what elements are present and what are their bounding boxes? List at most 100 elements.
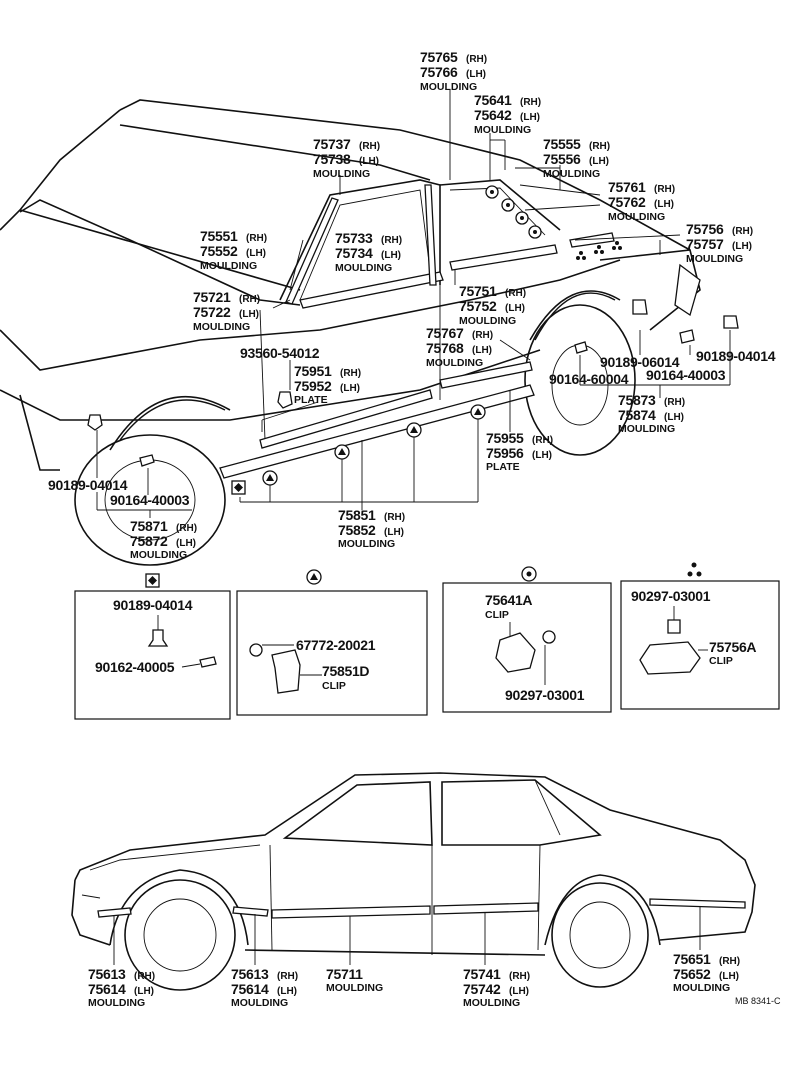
svg-text:90162-40005: 90162-40005 <box>95 659 175 675</box>
clip-marker-circle-dot <box>485 185 542 239</box>
three-dots-symbol-icon <box>687 562 702 577</box>
svg-text:MOULDING: MOULDING <box>338 538 395 550</box>
svg-text:MOULDING: MOULDING <box>543 168 600 180</box>
svg-text:90297-03001: 90297-03001 <box>505 687 585 703</box>
svg-text:MOULDING: MOULDING <box>130 549 187 561</box>
clip-marker-three-dots <box>576 241 622 260</box>
svg-text:75765: 75765 <box>420 49 458 65</box>
callout-75613-front: 75613 (RH) 75614 (LH) MOULDING <box>88 966 155 1009</box>
svg-text:75551: 75551 <box>200 228 238 244</box>
svg-text:CLIP: CLIP <box>485 609 509 621</box>
svg-text:MOULDING: MOULDING <box>618 423 675 435</box>
callout-75613-rear: 75613 (RH) 75614 (LH) MOULDING <box>231 966 298 1009</box>
callout-90189-04014-right: 90189-04014 <box>696 348 776 364</box>
callout-75555: 75555 (RH) 75556 (LH) MOULDING <box>543 136 610 180</box>
svg-text:75722: 75722 <box>193 304 231 320</box>
svg-text:MOULDING: MOULDING <box>608 211 665 223</box>
svg-text:CLIP: CLIP <box>322 680 346 692</box>
callout-75873: 75873 (RH) 75874 (LH) MOULDING <box>618 392 685 435</box>
svg-text:MOULDING: MOULDING <box>474 124 531 136</box>
svg-text:CLIP: CLIP <box>709 655 733 667</box>
svg-text:75955: 75955 <box>486 430 524 446</box>
callout-75551: 75551 (RH) 75552 (LH) MOULDING <box>200 228 267 272</box>
svg-text:(LH): (LH) <box>359 156 379 167</box>
svg-text:75613: 75613 <box>88 966 126 982</box>
svg-text:MOULDING: MOULDING <box>673 982 730 994</box>
svg-text:75768: 75768 <box>426 340 464 356</box>
callout-75767: 75767 (RH) 75768 (LH) MOULDING <box>426 325 493 369</box>
svg-text:75642: 75642 <box>474 107 512 123</box>
lower-labels: 75613 (RH) 75614 (LH) MOULDING 75613 (RH… <box>88 951 781 1009</box>
callout-75955: 75955 (RH) 75956 (LH) PLATE <box>486 430 553 473</box>
clip-part-icon <box>147 629 169 647</box>
svg-text:75873: 75873 <box>618 392 656 408</box>
svg-text:(RH): (RH) <box>532 435 553 446</box>
svg-text:MOULDING: MOULDING <box>686 253 743 265</box>
svg-text:75711: 75711 <box>326 966 363 982</box>
svg-text:MOULDING: MOULDING <box>313 168 370 180</box>
svg-text:(RH): (RH) <box>466 54 487 65</box>
callout-93560-54012: 93560-54012 <box>240 345 320 361</box>
svg-text:75556: 75556 <box>543 151 581 167</box>
svg-text:PLATE: PLATE <box>294 394 328 406</box>
svg-text:(LH): (LH) <box>246 248 266 259</box>
svg-text:75652: 75652 <box>673 966 711 982</box>
svg-text:MOULDING: MOULDING <box>335 262 392 274</box>
svg-text:MOULDING: MOULDING <box>88 997 145 1009</box>
svg-text:75851D: 75851D <box>322 663 369 679</box>
svg-text:(LH): (LH) <box>664 412 684 423</box>
svg-text:75851: 75851 <box>338 507 376 523</box>
svg-text:(LH): (LH) <box>654 199 674 210</box>
svg-text:(RH): (RH) <box>719 956 740 967</box>
svg-text:75742: 75742 <box>463 981 501 997</box>
callout-75651: 75651 (RH) 75652 (LH) MOULDING <box>673 951 740 994</box>
svg-text:(LH): (LH) <box>340 383 360 394</box>
detail-box-circle-dot: 75641A CLIP 90297-03001 <box>442 566 612 713</box>
fastener-part-icon <box>249 643 263 657</box>
svg-text:(RH): (RH) <box>384 512 405 523</box>
svg-text:(RH): (RH) <box>239 294 260 305</box>
svg-text:90189-04014: 90189-04014 <box>113 597 193 613</box>
svg-text:(RH): (RH) <box>732 226 753 237</box>
svg-text:67772-20021: 67772-20021 <box>296 637 376 653</box>
svg-text:75956: 75956 <box>486 445 524 461</box>
svg-text:75757: 75757 <box>686 236 724 252</box>
callout-75765: 75765 (RH) 75766 (LH) MOULDING <box>420 49 487 93</box>
svg-text:75874: 75874 <box>618 407 656 423</box>
svg-text:(RH): (RH) <box>472 330 493 341</box>
callout-75733: 75733 (RH) 75734 (LH) MOULDING <box>335 230 402 274</box>
svg-text:(LH): (LH) <box>719 971 739 982</box>
svg-text:MOULDING: MOULDING <box>200 260 257 272</box>
svg-text:PLATE: PLATE <box>486 461 520 473</box>
svg-text:75734: 75734 <box>335 245 373 261</box>
svg-text:(LH): (LH) <box>472 345 492 356</box>
svg-text:75767: 75767 <box>426 325 464 341</box>
svg-text:(LH): (LH) <box>520 112 540 123</box>
upper-labels: 75765 (RH) 75766 (LH) MOULDING 75641 (RH… <box>48 49 776 561</box>
callout-75721: 75721 (RH) 75722 (LH) MOULDING <box>193 289 260 333</box>
upper-car-mouldings <box>87 184 739 495</box>
svg-text:75756A: 75756A <box>709 639 756 655</box>
svg-text:(LH): (LH) <box>381 250 401 261</box>
svg-text:75552: 75552 <box>200 243 238 259</box>
clip-part-icon <box>271 649 301 694</box>
callout-75751: 75751 (RH) 75752 (LH) MOULDING <box>459 283 526 327</box>
fastener-part-icon <box>542 630 556 644</box>
callout-75851: 75851 (RH) 75852 (LH) MOULDING <box>338 507 405 550</box>
svg-text:75733: 75733 <box>335 230 373 246</box>
svg-text:75872: 75872 <box>130 533 168 549</box>
svg-text:MOULDING: MOULDING <box>420 81 477 93</box>
svg-text:(LH): (LH) <box>505 303 525 314</box>
clip-part-icon <box>639 641 701 675</box>
svg-text:75555: 75555 <box>543 136 581 152</box>
svg-text:75614: 75614 <box>231 981 269 997</box>
svg-text:MOULDING: MOULDING <box>426 357 483 369</box>
callout-90164-60004: 90164-60004 <box>549 371 629 387</box>
svg-text:75761: 75761 <box>608 179 646 195</box>
svg-text:(RH): (RH) <box>359 141 380 152</box>
callout-75761: 75761 (RH) 75762 (LH) MOULDING <box>608 179 675 223</box>
svg-text:(RH): (RH) <box>176 523 197 534</box>
callout-75756: 75756 (RH) 75757 (LH) MOULDING <box>686 221 753 265</box>
svg-text:(RH): (RH) <box>340 368 361 379</box>
